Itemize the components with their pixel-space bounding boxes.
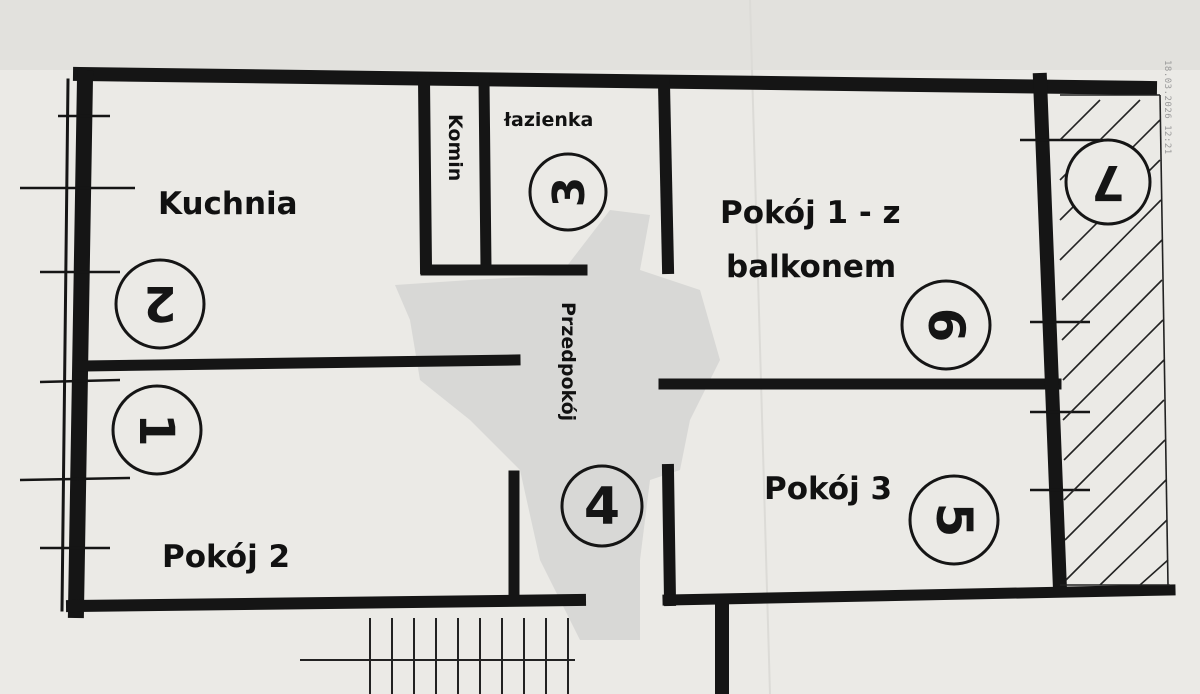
- label-chimney: Komin: [443, 114, 466, 182]
- wall-bathroom-right: [657, 77, 675, 275]
- marker-kitchen: 2: [114, 258, 206, 350]
- marker-hallway: 4: [560, 464, 644, 548]
- wall-chimney-right: [478, 74, 492, 274]
- number-bathroom: 3: [544, 177, 595, 208]
- number-room3: 5: [925, 503, 983, 538]
- wall-ticks: [19, 114, 1100, 550]
- walls: [60, 66, 1176, 694]
- wall-kitchen-room2: [76, 354, 521, 372]
- marker-room3: 5: [908, 474, 1000, 566]
- number-room2: 1: [128, 413, 184, 446]
- wall-chimney-left: [417, 73, 433, 275]
- label-kitchen: Kuchnia: [158, 186, 298, 222]
- label-hallway: Przedpokój: [556, 302, 579, 422]
- label-room2: Pokój 2: [162, 539, 291, 575]
- label-room1-line2: balkonem: [726, 249, 897, 285]
- wall-left-thin: [60, 78, 70, 612]
- paper-top-strip: [0, 0, 1200, 70]
- stairs: [300, 618, 575, 694]
- wall-bottom-right: [662, 584, 1176, 606]
- wall-bottom-left: [65, 593, 587, 613]
- wall-top: [72, 66, 1158, 96]
- marker-room1: 6: [900, 279, 992, 371]
- marker-balcony: 7: [1064, 138, 1152, 226]
- label-room3: Pokój 3: [764, 471, 893, 507]
- wall-left: [67, 69, 94, 619]
- number-kitchen: 2: [143, 275, 176, 331]
- marker-room2: 1: [111, 384, 203, 476]
- marker-bathroom: 3: [528, 152, 608, 232]
- label-bathroom: łazienka: [504, 109, 594, 131]
- number-hallway: 4: [584, 477, 620, 537]
- wall-right: [1032, 72, 1068, 598]
- photo-timestamp: 18.03.2026 12:21: [1162, 60, 1172, 155]
- balcony-hatch: [1059, 94, 1170, 586]
- paper-fold: [749, 0, 771, 694]
- room-number-markers: 1 2 3 4 5 6 7: [111, 138, 1152, 566]
- wall-room3-left: [661, 463, 677, 607]
- number-room1: 6: [917, 308, 975, 343]
- label-room1-line1: Pokój 1 - z: [720, 195, 901, 231]
- hallway-area: [395, 210, 720, 640]
- number-balcony: 7: [1091, 154, 1124, 210]
